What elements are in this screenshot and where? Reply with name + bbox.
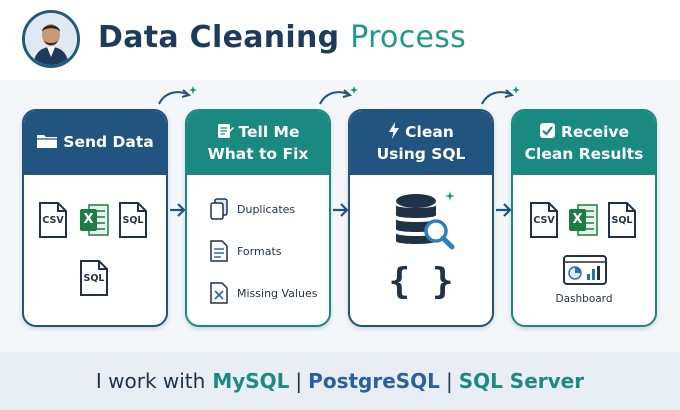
code-braces-icon: { } [388,261,454,302]
step-title: Send Data [63,133,154,152]
csv-file-icon: CSV [38,201,68,239]
step-body: CSV X SQL SQL [24,175,166,325]
footer-prefix: I work with [95,369,206,393]
list-item-formats: Formats [209,239,282,263]
chevron-right-icon [170,203,186,217]
lightning-icon [388,122,400,144]
swoosh-arrow-icon [158,86,197,105]
list-item-missing-values: Missing Values [209,281,317,305]
excel-file-icon: X [79,201,109,239]
db-sql-server: SQL Server [458,369,585,393]
page-title: Data Cleaning Process [98,20,466,55]
separator: | [445,369,453,393]
chevron-right-icon [496,203,512,217]
step-card-receive-results: Receive Clean Results CSV X SQL Dashboar… [511,109,657,327]
checkbox-icon [539,122,556,144]
step-title-line1: Tell Me [238,123,300,142]
step-title-line2: What to Fix [207,144,309,163]
step-body: CSV X SQL Dashboard [513,175,655,325]
header: Data Cleaning Process [0,0,680,80]
sql-file-icon: SQL [118,201,148,239]
step-card-tell-me: Tell Me What to Fix Duplicates Formats M… [185,109,331,327]
csv-file-icon: CSV [529,201,559,239]
swoosh-arrow-icon [319,86,358,105]
dashboard-label: Dashboard [555,293,613,305]
step-title-line1: Receive [560,123,630,142]
avatar [22,10,80,68]
separator: | [295,369,303,393]
title-part2: Process [350,20,467,55]
duplicate-icon [209,197,229,221]
sql-file-icon: SQL [607,201,637,239]
database-search-icon [396,191,455,250]
step-title-line1: Clean [405,123,454,142]
db-postgresql: PostgreSQL [308,369,440,393]
step-header: Receive Clean Results [513,111,655,175]
footer-banner: I work with MySQL | PostgreSQL | SQL Ser… [0,352,680,410]
step-header: Send Data [24,111,166,175]
step-title-line2: Using SQL [376,144,466,163]
person-icon [25,13,77,65]
step-title-line2: Clean Results [524,144,644,163]
edit-note-icon [217,122,234,144]
step-header: Tell Me What to Fix [187,111,329,175]
missing-x-icon [209,281,229,305]
db-mysql: MySQL [212,369,290,393]
title-part1: Data Cleaning [98,20,340,55]
step-body: Duplicates Formats Missing Values [187,175,329,325]
chevron-right-icon [333,203,349,217]
swoosh-arrow-icon [481,86,520,105]
excel-file-icon: X [568,201,598,239]
step-body: { } [350,175,492,325]
document-lines-icon [209,239,229,263]
folder-icon [36,132,58,154]
sql-file-icon: SQL [79,259,109,297]
step-header: Clean Using SQL [350,111,492,175]
step-card-clean-sql: Clean Using SQL { } [348,109,494,327]
step-card-send-data: Send Data CSV X SQL SQL [22,109,168,327]
dashboard-icon [563,255,607,285]
list-item-duplicates: Duplicates [209,197,295,221]
